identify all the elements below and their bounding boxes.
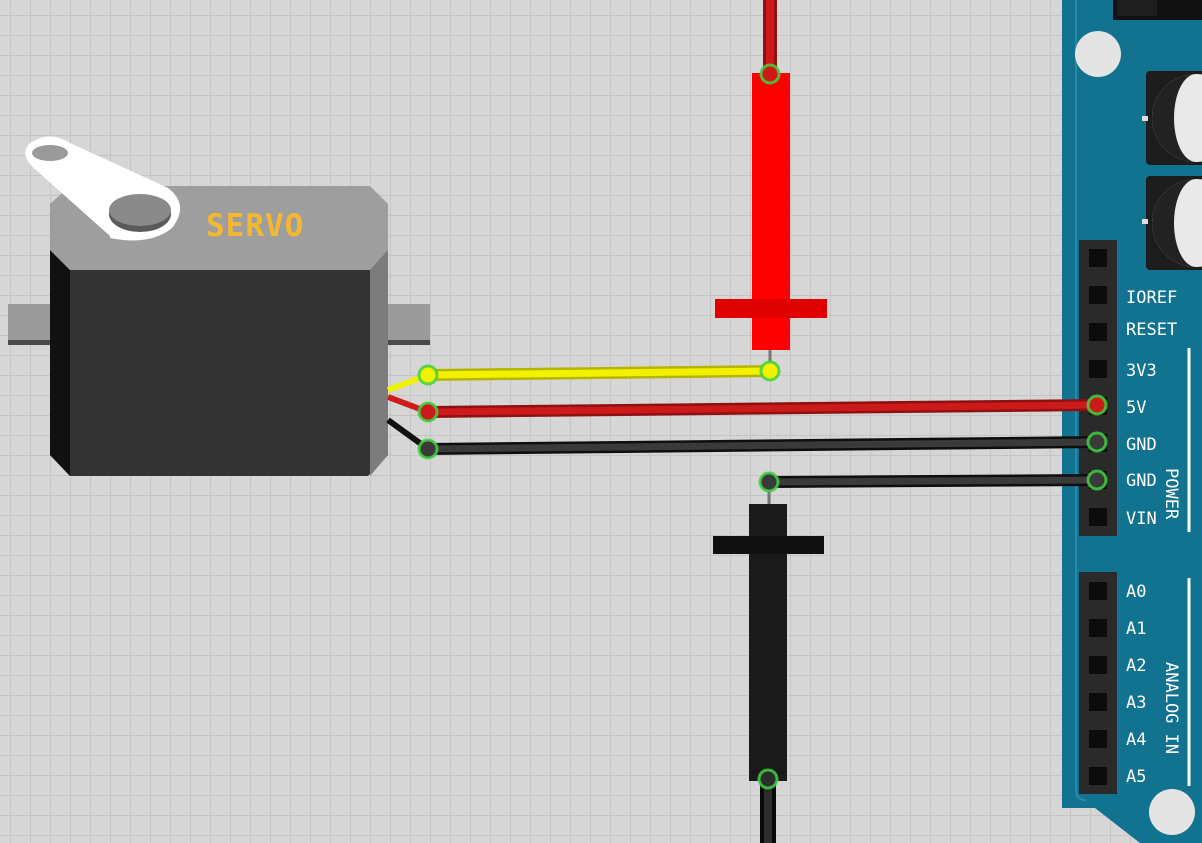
pin-label-a1: A1 [1126, 619, 1146, 639]
capacitor-2 [1142, 176, 1202, 270]
probe-positive-lead-end[interactable] [759, 63, 781, 85]
probe-positive[interactable] [715, 0, 827, 371]
power-wire-5v[interactable] [422, 399, 1103, 418]
header-sockets [1089, 249, 1107, 785]
pin-label-vin: VIN [1126, 509, 1157, 529]
pin-label-a0: A0 [1126, 582, 1146, 602]
pin-label-3v3: 3V3 [1126, 361, 1157, 381]
ground-wire-servo[interactable] [422, 436, 1103, 455]
ground-wire-end-probe[interactable] [758, 471, 780, 493]
pin-label-a2: A2 [1126, 656, 1146, 676]
ground-wire-probe[interactable] [763, 474, 1103, 488]
pin-label-ioref: IOREF [1126, 288, 1177, 308]
wires [422, 365, 1103, 488]
signal-wire-end-servo[interactable] [417, 364, 439, 386]
power-header-socket[interactable] [1089, 323, 1107, 341]
pin-label-gnd-1: GND [1126, 435, 1157, 455]
servo-label: SERVO [206, 208, 304, 244]
arduino-board: POWER ANALOG IN IOREF RESET 3V3 5V GND G… [1062, 0, 1202, 843]
analog-header: ANALOG IN [1079, 572, 1191, 794]
probe-negative-guard [713, 536, 824, 554]
servo-shaft [109, 194, 171, 226]
servo-horn-hole [32, 145, 68, 161]
analog-header-socket[interactable] [1089, 693, 1107, 711]
mounting-hole-bottom [1149, 789, 1195, 835]
power-header-socket[interactable] [1089, 249, 1107, 267]
power-header-socket[interactable] [1089, 360, 1107, 378]
ground-wire-end-servo[interactable] [417, 438, 439, 460]
pin-label-5v: 5V [1126, 398, 1146, 418]
pin-label-reset: RESET [1126, 320, 1177, 340]
power-header-socket[interactable] [1089, 286, 1107, 304]
pin-label-a4: A4 [1126, 730, 1146, 750]
pin-label-a3: A3 [1126, 693, 1146, 713]
analog-group-label: ANALOG IN [1161, 662, 1181, 754]
ground-wire-end-board[interactable] [1086, 431, 1108, 453]
analog-header-socket[interactable] [1089, 582, 1107, 600]
ground-wire-end-board-2[interactable] [1086, 469, 1108, 491]
servo-horn[interactable] [25, 136, 181, 241]
capacitor-1 [1142, 71, 1202, 165]
probe-positive-guard [715, 299, 827, 318]
analog-header-socket[interactable] [1089, 767, 1107, 785]
probe-negative[interactable] [713, 482, 824, 843]
board-edge-highlight [1075, 0, 1087, 801]
mounting-hole-top [1075, 31, 1121, 77]
signal-wire-end-probe[interactable] [759, 360, 781, 382]
power-wire-end-servo[interactable] [417, 401, 439, 423]
connection-endpoints [417, 63, 1108, 790]
power-group-label: POWER [1161, 468, 1181, 520]
analog-header-socket[interactable] [1089, 730, 1107, 748]
probe-negative-lead-end[interactable] [757, 768, 779, 790]
power-wire-end-board[interactable] [1086, 394, 1108, 416]
analog-header-socket[interactable] [1089, 619, 1107, 637]
servo-motor[interactable]: SERVO [8, 136, 430, 477]
analog-header-socket[interactable] [1089, 656, 1107, 674]
servo-body [50, 250, 388, 476]
power-header-socket[interactable] [1089, 508, 1107, 526]
pin-label-gnd-2: GND [1126, 471, 1157, 491]
pin-label-a5: A5 [1126, 767, 1146, 787]
signal-wire[interactable] [422, 365, 776, 381]
